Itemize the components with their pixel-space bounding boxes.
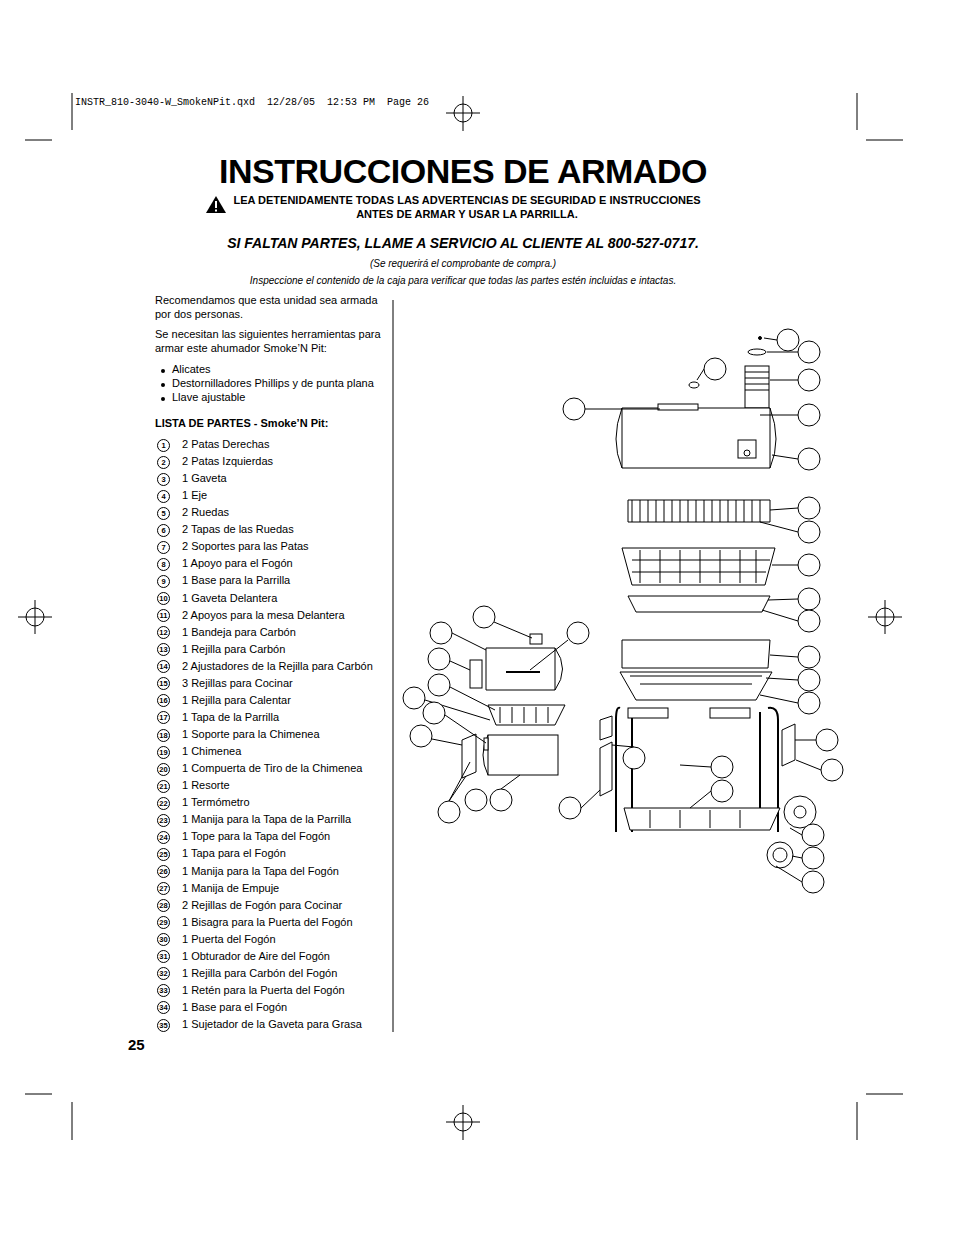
page-number: 25 <box>128 1036 168 1055</box>
part-number: 26 <box>157 865 170 878</box>
part-name: 1 Compuerta de Tiro de la Chimenea <box>182 762 390 776</box>
part-name: 1 Base para la Parrilla <box>182 574 390 588</box>
part-name: 1 Chimenea <box>182 745 390 759</box>
part-name: 1 Gaveta <box>182 472 390 486</box>
part-number: 22 <box>157 797 170 810</box>
part-name: 1 Tope para la Tapa del Fogón <box>182 830 390 844</box>
part-number: 6 <box>157 524 170 537</box>
part-name: 1 Eje <box>182 489 390 503</box>
part-number: 32 <box>157 967 170 980</box>
part-name: 2 Soportes para las Patas <box>182 540 390 554</box>
list-heading: LISTA DE PARTES - Smoke’N Pit: <box>155 417 391 431</box>
part-number: 2 <box>157 456 170 469</box>
part-name: 1 Tapa de la Parrilla <box>182 711 390 725</box>
notice-text: SI FALTAN PARTES, LLAME A SERVICIO AL CL… <box>160 235 766 253</box>
part-number: 7 <box>157 541 170 554</box>
body-text: Llave ajustable <box>172 391 390 405</box>
part-number: 3 <box>157 473 170 486</box>
part-number: 34 <box>157 1001 170 1014</box>
part-number: 25 <box>157 848 170 861</box>
part-name: 1 Soporte para la Chimenea <box>182 728 390 742</box>
part-number: 9 <box>157 575 170 588</box>
body-text: Destornilladores Phillips y de punta pla… <box>172 377 390 391</box>
callout-circles <box>403 329 843 893</box>
warning-icon <box>206 196 226 213</box>
notice-text: Inspeccione el contenido de la caja para… <box>160 275 766 288</box>
part-number: 16 <box>157 694 170 707</box>
part-number: 24 <box>157 831 170 844</box>
part-name: 2 Ajustadores de la Rejilla para Carbón <box>182 660 390 674</box>
part-name: 2 Ruedas <box>182 506 390 520</box>
part-name: 1 Puerta del Fogón <box>182 933 390 947</box>
part-number: 8 <box>157 558 170 571</box>
part-number: 15 <box>157 677 170 690</box>
part-name: 1 Retén para la Puerta del Fogón <box>182 984 390 998</box>
part-name: 1 Rejilla para Carbón del Fogón <box>182 967 390 981</box>
page-title: INSTRUCCIONES DE ARMADO <box>180 153 746 190</box>
part-number: 31 <box>157 950 170 963</box>
notice-text: LEA DETENIDAMENTE TODAS LAS ADVERTENCIAS… <box>228 194 706 222</box>
part-name: 2 Patas Derechas <box>182 438 390 452</box>
part-number: 18 <box>157 729 170 742</box>
column-rule <box>393 300 394 1032</box>
part-number: 35 <box>157 1019 170 1032</box>
part-number: 10 <box>157 592 170 605</box>
part-number: 5 <box>157 507 170 520</box>
part-name: 2 Apoyos para la mesa Delantera <box>182 609 390 623</box>
part-name: 1 Tapa para el Fogón <box>182 847 390 861</box>
part-name: 1 Bandeja para Carbón <box>182 626 390 640</box>
part-number: 1 <box>157 439 170 452</box>
part-name: 1 Termómetro <box>182 796 390 810</box>
part-name: 1 Base para el Fogón <box>182 1001 390 1015</box>
part-name: 1 Bisagra para la Puerta del Fogón <box>182 916 390 930</box>
body-text: Alicates <box>172 363 390 377</box>
part-number: 11 <box>157 609 170 622</box>
part-name: 1 Manija para la Tapa del Fogón <box>182 865 390 879</box>
body-text: Recomendamos que esta unidad sea armada … <box>155 294 391 322</box>
part-number: 21 <box>157 780 170 793</box>
bullets <box>161 369 165 401</box>
part-name: 1 Rejilla para Calentar <box>182 694 390 708</box>
part-number: 12 <box>157 626 170 639</box>
part-number: 20 <box>157 763 170 776</box>
smoker-parts <box>462 337 816 869</box>
part-number: 30 <box>157 933 170 946</box>
part-number: 14 <box>157 660 170 673</box>
part-name: 1 Apoyo para el Fogón <box>182 557 390 571</box>
part-name: 1 Manija de Empuje <box>182 882 390 896</box>
part-number: 33 <box>157 984 170 997</box>
file-header: INSTR_810-3040-W_SmokeNPit.qxd 12/28/05 … <box>75 97 575 110</box>
part-number: 29 <box>157 916 170 929</box>
part-number: 19 <box>157 746 170 759</box>
part-name: 2 Rejillas de Fogón para Cocinar <box>182 899 390 913</box>
part-number: 17 <box>157 711 170 724</box>
part-name: 1 Manija para la Tapa de la Parrilla <box>182 813 390 827</box>
leader-lines <box>425 338 821 882</box>
part-name: 1 Obturador de Aire del Fogón <box>182 950 390 964</box>
body-text: Se necesitan las siguientes herramientas… <box>155 328 391 356</box>
part-number: 27 <box>157 882 170 895</box>
part-number: 28 <box>157 899 170 912</box>
notice-text: (Se requerirá el comprobante de compra.) <box>260 258 666 271</box>
part-name: 2 Patas Izquierdas <box>182 455 390 469</box>
part-name: 1 Resorte <box>182 779 390 793</box>
part-name: 1 Rejilla para Carbón <box>182 643 390 657</box>
part-name: 3 Rejillas para Cocinar <box>182 677 390 691</box>
part-name: 2 Tapas de las Ruedas <box>182 523 390 537</box>
part-number: 23 <box>157 814 170 827</box>
crop-marks <box>18 93 903 1140</box>
part-name: 1 Sujetador de la Gaveta para Grasa <box>182 1018 390 1032</box>
part-number: 4 <box>157 490 170 503</box>
part-name: 1 Gaveta Delantera <box>182 592 390 606</box>
part-number: 13 <box>157 643 170 656</box>
